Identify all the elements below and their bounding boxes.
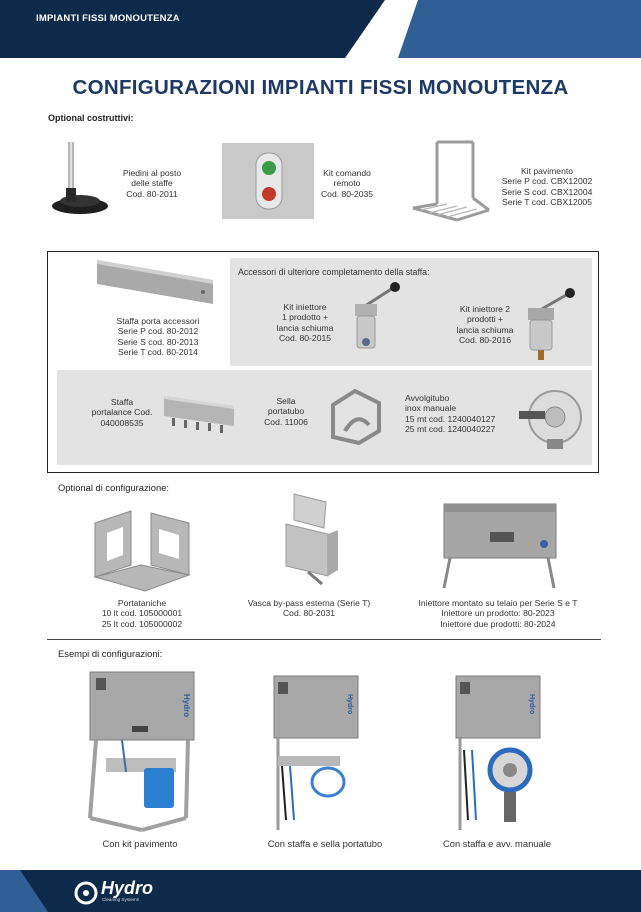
section-heading-costruttivi: Optional costruttivi: <box>48 113 134 123</box>
iniettore-telaio-image <box>442 503 557 589</box>
portataniche-image <box>93 510 191 592</box>
header-bar <box>0 0 641 58</box>
kit-pavimento-image <box>412 140 490 222</box>
svg-text:Hydro: Hydro <box>182 694 191 717</box>
kit-iniettore-2-text: Kit iniettore 2 prodotti + lancia schium… <box>456 304 514 346</box>
section-heading-esempi: Esempi di configurazioni: <box>58 648 163 659</box>
footer-bar <box>0 870 641 912</box>
hydro-logo-icon <box>74 881 98 905</box>
staffa-portalance-text: Staffa portalance Cod. 040008535 <box>91 397 153 428</box>
piedini-text: Piedini al posto delle staffe Cod. 80-20… <box>122 168 182 199</box>
header-title: IMPIANTI FISSI MONOUTENZA <box>36 13 180 24</box>
sella-image <box>331 388 381 446</box>
staffa-porta-text: Staffa porta accessori Serie P cod. 80-2… <box>116 316 200 358</box>
example-caption-2: Con staffa e sella portatubo <box>267 838 383 849</box>
vasca-image <box>285 493 338 586</box>
example-staffa-avvolgitubo-image: Hydro <box>455 675 541 830</box>
portataniche-text: Portataniche 10 lt cod. 105000001 25 lt … <box>101 598 183 629</box>
piedini-image <box>52 142 108 214</box>
kit-iniettore-1-image <box>355 282 400 349</box>
page-title: CONFIGURAZIONI IMPIANTI FISSI MONOUTENZA <box>72 76 569 99</box>
svg-text:Hydro: Hydro <box>528 694 535 714</box>
kit-comando-image <box>222 143 314 219</box>
section-separator <box>47 639 601 640</box>
section-heading-configurazione: Optional di configurazione: <box>58 482 170 493</box>
example-caption-3: Con staffa e avv. manuale <box>442 838 552 849</box>
accessori-heading: Accessori di ulteriore completamento del… <box>238 267 430 277</box>
staffa-box <box>47 251 599 473</box>
iniettore-telaio-text: Iniettore montato su telaio per Serie S … <box>418 598 578 629</box>
example-kit-pavimento-image: Hydro <box>88 671 195 832</box>
avvolgitubo-text: Avvolgitubo inox manuale 15 mt cod. 1240… <box>405 393 496 435</box>
accessori-grey-area-bottom <box>57 370 592 465</box>
footer-brand: Hydro <box>101 878 154 898</box>
kit-comando-text: Kit comando remoto Cod. 80-2035 <box>320 168 374 199</box>
kit-iniettore-2-image <box>528 288 575 360</box>
svg-text:Hydro: Hydro <box>346 694 353 714</box>
kit-pavimento-text: Kit pavimento Serie P cod. CBX12002 Seri… <box>501 166 593 208</box>
sella-text: Sella portatubo Cod. 11006 <box>264 396 308 427</box>
kit-iniettore-1-text: Kit iniettore 1 prodotto + lancia schium… <box>276 302 334 344</box>
footer-tagline: Cleaning Systems <box>102 897 140 902</box>
example-staffa-sella-image: Hydro <box>273 675 359 830</box>
avvolgitubo-image <box>519 390 582 449</box>
vasca-text: Vasca by-pass esterna (Serie T) Cod. 80-… <box>247 598 371 619</box>
example-caption-1: Con kit pavimento <box>102 838 178 849</box>
staffa-porta-image <box>97 260 213 304</box>
staffa-portalance-image <box>164 396 234 433</box>
